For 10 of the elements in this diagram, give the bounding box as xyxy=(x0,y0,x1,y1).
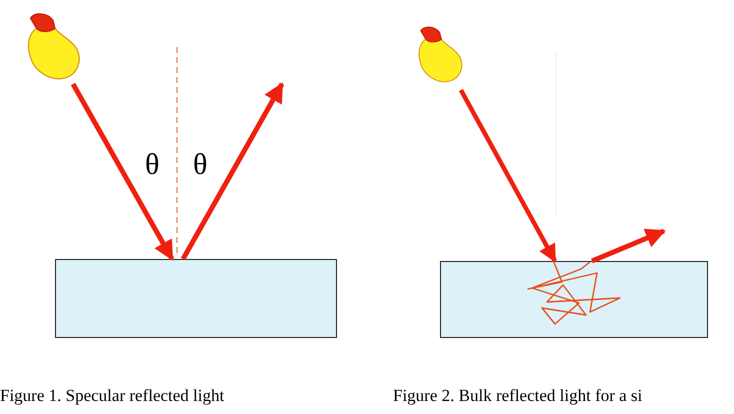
figure-caption: Figure 2. Bulk reflected light for a si xyxy=(393,386,642,406)
glass-slab xyxy=(55,259,337,338)
light-ray-arrow xyxy=(458,88,557,263)
angle-label: θ xyxy=(193,148,208,182)
light-ray-arrow xyxy=(180,82,284,260)
figure-caption: Figure 1. Specular reflected light xyxy=(0,386,224,406)
light-ray-arrow xyxy=(591,228,666,264)
angle-label: θ xyxy=(145,148,160,182)
light-ray-arrow xyxy=(70,82,174,261)
glass-slab xyxy=(440,261,708,338)
